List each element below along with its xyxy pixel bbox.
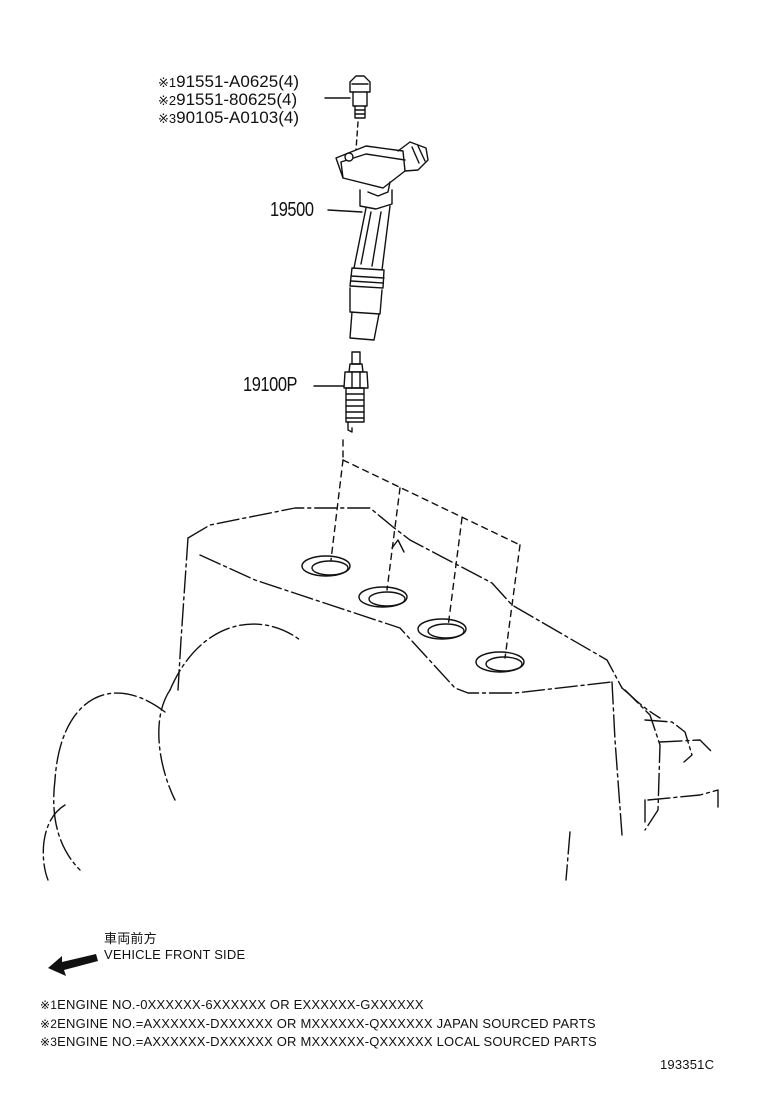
bolt-callout-1-mark: ※1 [158, 75, 177, 90]
direction-label-english: VEHICLE FRONT SIDE [104, 947, 246, 962]
front-direction-arrow-icon [48, 954, 98, 976]
engine-note-3-mark: ※3 [40, 1035, 58, 1049]
bolt-callout-2: ※291551-80625(4) [158, 90, 297, 110]
cylinder-holes [301, 539, 525, 673]
engine-note-2: ※2ENGINE NO.=AXXXXXX-DXXXXXX OR MXXXXXX-… [40, 1016, 596, 1031]
spark-plug-part-number: 19100P [243, 374, 298, 396]
bolt-drawing [324, 75, 371, 151]
engine-note-2-mark: ※2 [40, 1017, 58, 1031]
spark-plug-drawing [313, 351, 369, 433]
direction-label-japanese: 車両前方 [104, 931, 157, 946]
bolt-callout-1-text: 91551-A0625(4) [176, 72, 299, 91]
engine-note-3-text: ENGINE NO.=AXXXXXX-DXXXXXX OR MXXXXXX-QX… [57, 1034, 597, 1049]
engine-note-1-mark: ※1 [40, 998, 58, 1012]
bolt-callout-1: ※191551-A0625(4) [158, 72, 299, 92]
bolt-callout-3-mark: ※3 [158, 111, 177, 126]
ignition-coil-drawing [327, 141, 429, 341]
ignition-coil-part-number: 19500 [270, 199, 314, 221]
bolt-callout-2-text: 91551-80625(4) [176, 90, 298, 109]
bolt-callout-3: ※390105-A0103(4) [158, 108, 299, 128]
alignment-lines [330, 439, 521, 659]
bolt-callout-2-mark: ※2 [158, 93, 177, 108]
figure-id: 193351C [660, 1057, 715, 1072]
engine-note-3: ※3ENGINE NO.=AXXXXXX-DXXXXXX OR MXXXXXX-… [40, 1034, 597, 1049]
engine-note-2-text: ENGINE NO.=AXXXXXX-DXXXXXX OR MXXXXXX-QX… [57, 1016, 596, 1031]
engine-block-drawing [42, 507, 719, 881]
bolt-callout-3-text: 90105-A0103(4) [176, 108, 299, 127]
engine-note-1-text: ENGINE NO.-0XXXXXX-6XXXXXX OR EXXXXXX-GX… [57, 997, 424, 1012]
engine-note-1: ※1ENGINE NO.-0XXXXXX-6XXXXXX OR EXXXXXX-… [40, 997, 424, 1012]
